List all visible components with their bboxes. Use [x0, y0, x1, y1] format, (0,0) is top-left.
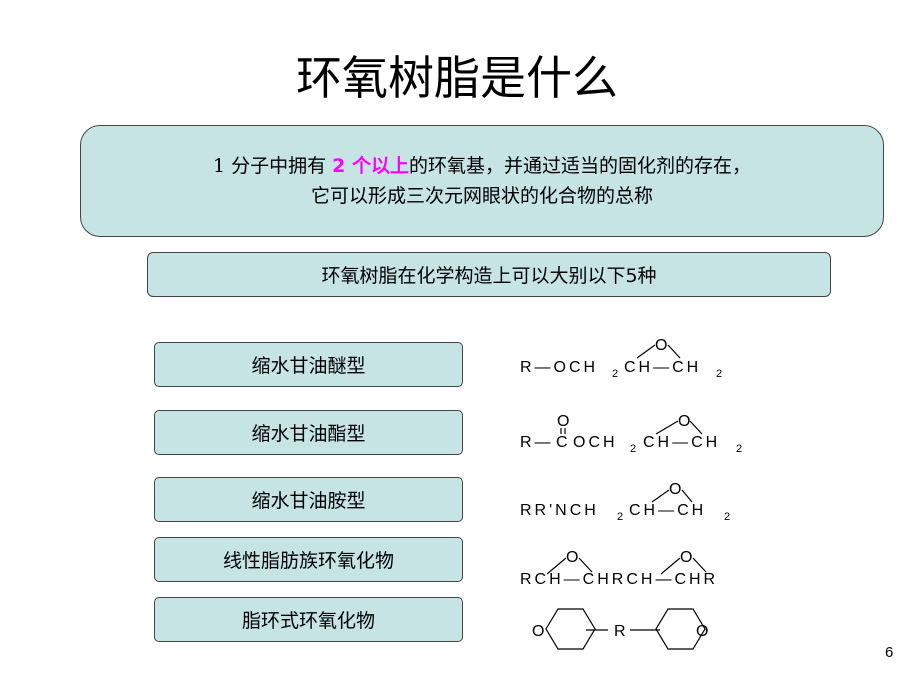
definition-box: 1 分子中拥有 2 个以上的环氧基，并通过适当的固化剂的存在， 它可以形成三次元…: [80, 125, 884, 237]
formula-subscript: 2: [630, 443, 639, 455]
type-box-cycloaliphatic: 脂环式环氧化物: [154, 597, 463, 642]
formula-text: OCH: [573, 434, 618, 451]
formula-subscript: 2: [736, 443, 745, 455]
formula-text: CH—CH: [624, 359, 701, 376]
type-box-glycidyl-ester: 缩水甘油酯型: [154, 410, 463, 455]
definition-line-2: 它可以形成三次元网眼状的化合物的总称: [310, 185, 653, 207]
type-box-linear-aliphatic: 线性脂肪族环氧化物: [154, 537, 463, 582]
subtitle-box: 环氧树脂在化学构造上可以大别以下5种: [147, 252, 831, 297]
formula-text: R—OCH: [520, 359, 598, 376]
epoxide-oxygen: O: [680, 549, 695, 566]
formula-text: CH—CH: [643, 434, 720, 451]
definition-line-1: 1 分子中拥有 2 个以上的环氧基，并通过适当的固化剂的存在，: [213, 151, 751, 181]
epoxide-oxygen: O: [696, 623, 711, 640]
formula-linear-aliphatic: RCH—CHRCH—CHR O O: [520, 549, 718, 588]
cyclohexane-ring: [545, 608, 596, 650]
type-box-glycidyl-ether: 缩水甘油醚型: [154, 342, 463, 387]
slide-title: 环氧树脂是什么: [296, 51, 618, 105]
page-number: 6: [885, 644, 894, 661]
formula-text: CH—CH: [629, 502, 706, 519]
epoxide-oxygen: O: [669, 481, 684, 498]
cyclohexane-ring: [655, 608, 706, 650]
type-box-glycidyl-amine: 缩水甘油胺型: [154, 477, 463, 522]
formula-text: R: [614, 623, 629, 640]
formula-text: RR'NCH: [520, 502, 599, 519]
formula-cycloaliphatic: O O R: [532, 608, 711, 650]
carbonyl-oxygen: O: [557, 413, 572, 430]
formula-text: C: [556, 434, 571, 451]
highlight-text: 2 个以上: [332, 155, 409, 177]
formula-subscript: 2: [612, 368, 621, 380]
formula-subscript: 2: [716, 368, 725, 380]
epoxide-oxygen: O: [566, 549, 581, 566]
formula-glycidyl-ether: R—OCH 2 CH—CH 2 O: [520, 337, 725, 380]
formula-subscript: 2: [617, 511, 626, 523]
epoxide-oxygen: O: [678, 413, 693, 430]
formula-text: RCH—CHRCH—CHR: [520, 571, 718, 588]
definition-text: 的环氧基，并通过适当的固化剂的存在，: [409, 155, 752, 177]
epoxide-oxygen: O: [532, 623, 547, 640]
formula-glycidyl-ester: R— C OCH 2 CH—CH 2 O O: [520, 413, 745, 455]
formula-subscript: 2: [724, 511, 733, 523]
formula-glycidyl-amine: RR'NCH 2 CH—CH 2 O: [520, 481, 733, 523]
definition-text: 1 分子中拥有: [212, 155, 333, 177]
formula-text: R—: [520, 434, 554, 451]
epoxide-oxygen: O: [655, 337, 670, 354]
